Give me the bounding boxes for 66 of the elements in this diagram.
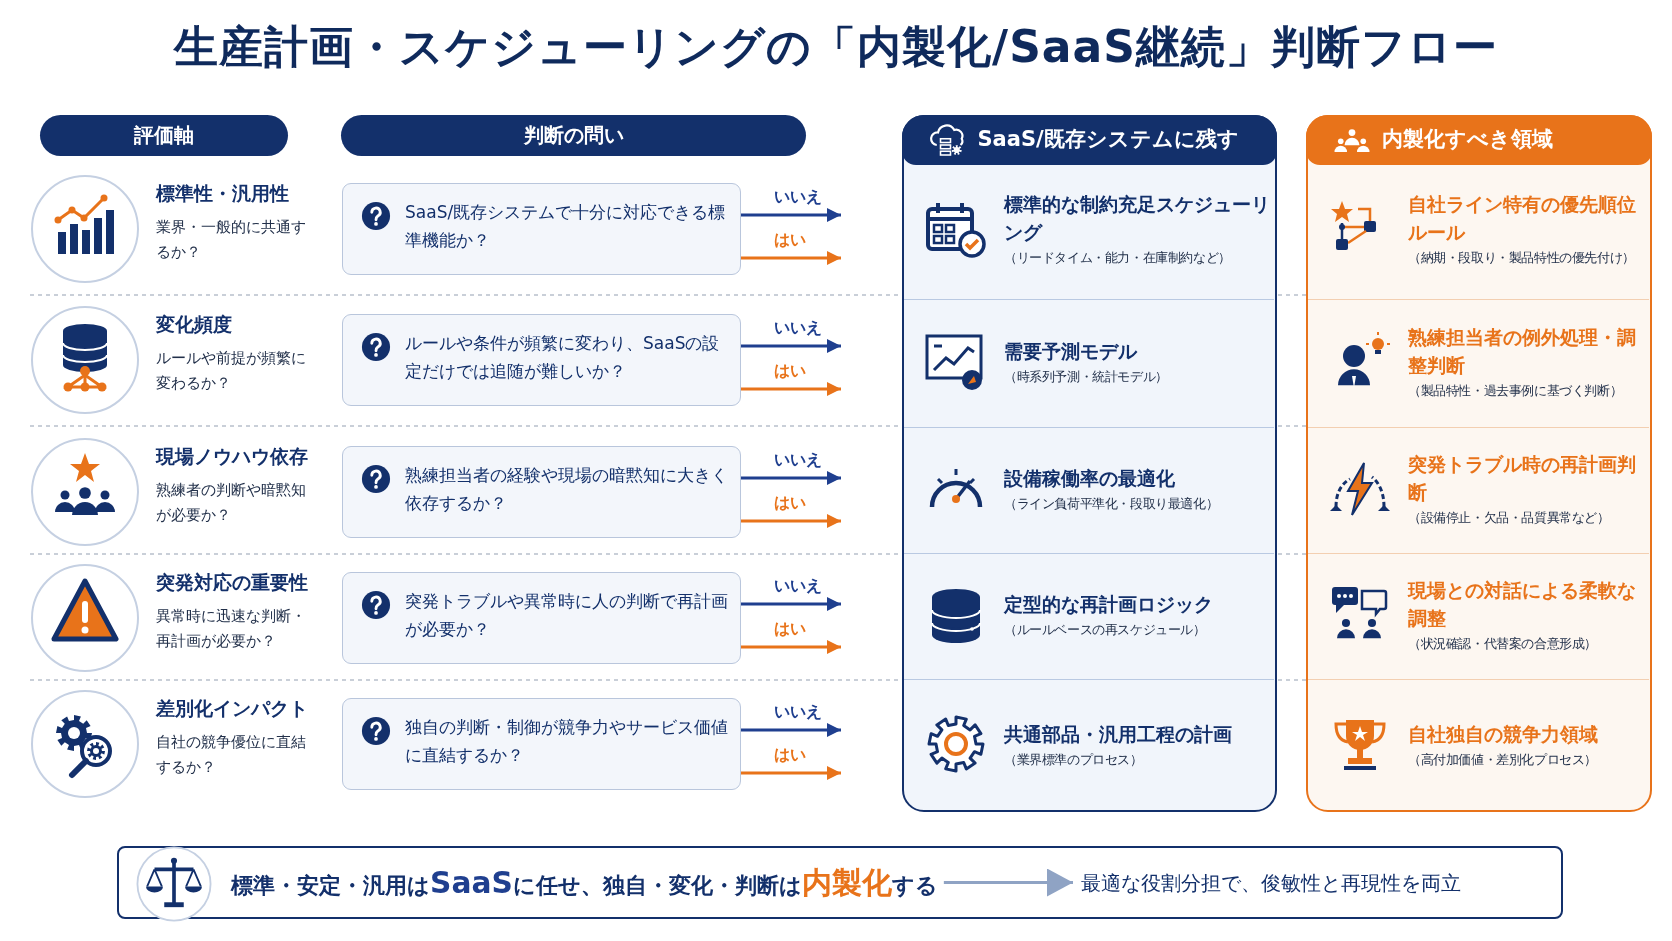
arrow xyxy=(741,640,841,654)
question-box xyxy=(342,698,741,790)
criterion-title: 差別化インパクト xyxy=(156,696,308,721)
criterion-text: 自社の競争優位に直結するか？ xyxy=(156,732,307,778)
column-panel xyxy=(1306,115,1652,812)
item-note: （リードタイム・能力・在庫制約など） xyxy=(1004,249,1232,267)
criterion-text: 異常時に迅速な判断・再計画が必要か？ xyxy=(156,606,307,652)
criterion-text: 熟練者の判断や暗黙知が必要か？ xyxy=(156,480,307,526)
question-box xyxy=(342,314,741,406)
edge-label: はい xyxy=(771,493,809,514)
arrow xyxy=(741,251,841,265)
item-note: （状況確認・代替案の合意形成） xyxy=(1408,635,1598,653)
item-note: （製品特性・過去事例に基づく判断） xyxy=(1408,382,1624,400)
item-note: （高付加価値・差別化プロセス） xyxy=(1408,750,1598,769)
header-text: 内製化すべき領域 xyxy=(1381,125,1553,153)
item-title: 需要予測モデル xyxy=(1004,339,1138,364)
question-box xyxy=(342,572,741,664)
column-header: 判断の問い xyxy=(341,115,806,156)
item-note: （設備停止・欠品・品質異常など） xyxy=(1408,509,1611,527)
column-panel xyxy=(902,115,1277,812)
question-text: ルールや条件が頻繁に変わり、SaaSの設定だけでは追随が難しいか？ xyxy=(405,332,721,383)
item-note: （納期・段取り・製品特性の優先付け） xyxy=(1408,249,1636,267)
arrow xyxy=(741,339,841,353)
criterion-title: 標準性・汎用性 xyxy=(156,181,289,206)
question-box xyxy=(342,183,741,275)
summary-banner xyxy=(117,846,1563,919)
summary-text: 標準・安定・汎用はSaaSに任せ、独自・変化・判断は内製化する xyxy=(231,862,938,903)
arrow xyxy=(943,868,1073,897)
arrow xyxy=(741,514,841,528)
item-title: 自社ライン特有の優先順位ルール xyxy=(1408,192,1637,245)
question-text: 突発トラブルや異常時に人の判断で再計画が必要か？ xyxy=(405,590,728,641)
arrow xyxy=(741,208,841,222)
item-note: （業界標準のプロセス） xyxy=(1004,750,1144,769)
item-title: 共通部品・汎用工程の計画 xyxy=(1004,721,1233,747)
question-box xyxy=(342,446,741,538)
item-title: 標準的な制約充足スケジューリング xyxy=(1004,192,1271,245)
criterion-title: 変化頻度 xyxy=(156,312,232,337)
arrow xyxy=(741,723,841,737)
edge-label: はい xyxy=(771,619,809,640)
item-note: （ライン負荷平準化・段取り最適化） xyxy=(1004,495,1220,513)
arrow xyxy=(741,597,841,611)
summary-text: 最適な役割分担で、俊敏性と再現性を両立 xyxy=(1081,869,1461,896)
criterion-title: 突発対応の重要性 xyxy=(156,570,308,595)
arrow xyxy=(741,382,841,396)
question-text: 熟練担当者の経験や現場の暗黙知に大きく依存するか？ xyxy=(405,464,728,515)
item-title: 定型的な再計画ロジック xyxy=(1004,592,1214,617)
edge-label: はい xyxy=(771,230,809,251)
question-text: SaaS/既存システムで十分に対応できる標準機能か？ xyxy=(405,201,727,252)
item-title: 現場との対話による柔軟な調整 xyxy=(1408,578,1637,631)
header-text: SaaS/既存システムに残す xyxy=(977,125,1239,153)
arrow xyxy=(741,766,841,780)
item-title: 設備稼働率の最適化 xyxy=(1004,466,1176,491)
item-title: 突発トラブル時の再計画判断 xyxy=(1408,452,1637,505)
criterion-title: 現場ノウハウ依存 xyxy=(156,444,308,469)
item-note: （ルールベースの再スケジュール） xyxy=(1004,621,1207,639)
arrow xyxy=(741,471,841,485)
criterion-text: 業界・一般的に共通するか？ xyxy=(156,217,307,263)
edge-label: はい xyxy=(771,745,809,766)
question-text: 独自の判断・制御が競争力やサービス価値に直結するか？ xyxy=(405,716,728,767)
item-title: 自社独自の競争力領域 xyxy=(1408,721,1599,747)
item-note: （時系列予測・統計モデル） xyxy=(1004,368,1169,386)
item-title: 熟練担当者の例外処理・調整判断 xyxy=(1408,325,1637,378)
column-header: 評価軸 xyxy=(40,115,288,156)
edge-label: はい xyxy=(771,361,809,382)
criterion-text: ルールや前提が頻繁に変わるか？ xyxy=(156,348,307,394)
title: 生産計画・スケジューリングの「内製化/SaaS継続」判断フロー xyxy=(172,20,1499,74)
